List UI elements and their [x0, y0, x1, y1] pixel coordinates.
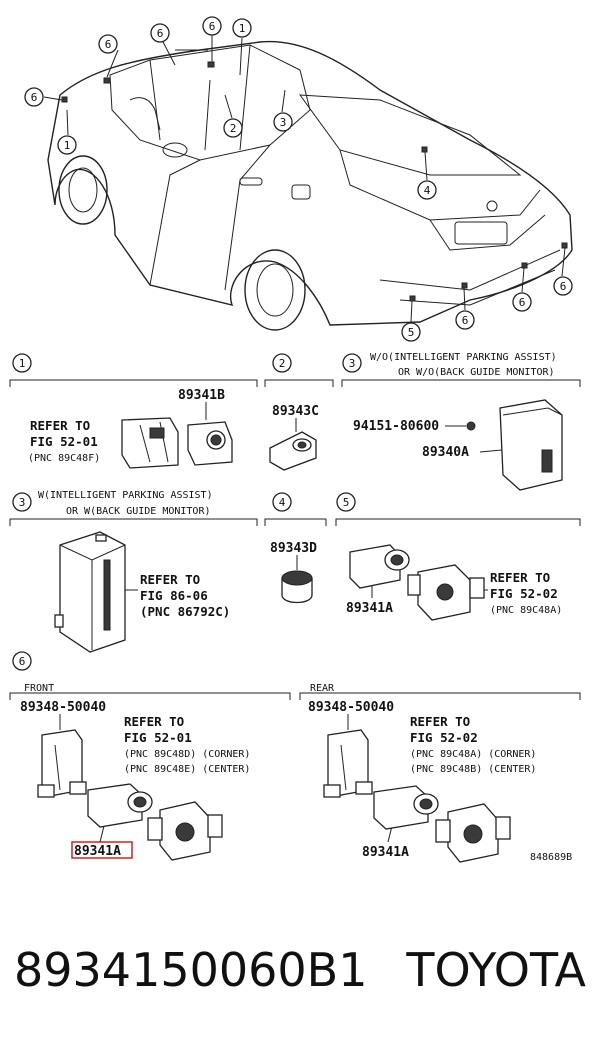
rear-label: REAR [310, 683, 335, 694]
svg-text:FIG 52-02: FIG 52-02 [490, 586, 558, 601]
highlight-box [71, 841, 133, 859]
svg-text:3: 3 [349, 357, 356, 370]
svg-text:FIG 52-01: FIG 52-01 [124, 730, 192, 745]
retainer-drawing [269, 431, 317, 471]
callouts: 6 6 6 1 6 1 2 3 4 5 6 6 6 [24, 16, 573, 342]
section-3b: 3 W(INTELLIGENT PARKING ASSIST) OR W(BAC… [9, 490, 258, 653]
part-89341A: 89341A [346, 601, 393, 616]
front-bracket-drawing [37, 729, 87, 798]
svg-text:1: 1 [19, 357, 26, 370]
bracket-89348-50040: 89348-50040 [20, 700, 106, 715]
callout-5: 5 [408, 326, 415, 339]
callout-6: 6 [560, 280, 567, 293]
front-label: FRONT [24, 683, 54, 694]
svg-text:2: 2 [279, 357, 286, 370]
bolt-drawing [466, 421, 476, 431]
svg-text:4: 4 [279, 496, 286, 509]
svg-text:REFER TO: REFER TO [140, 572, 200, 587]
svg-text:3: 3 [19, 496, 26, 509]
svg-text:(PNC 89C48A): (PNC 89C48A) [490, 605, 562, 616]
sensor-holder-drawing [121, 417, 179, 469]
callout-3: 3 [280, 116, 287, 129]
callout-6: 6 [105, 38, 112, 51]
svg-text:(PNC 86792C): (PNC 86792C) [140, 604, 230, 619]
callout-6: 6 [209, 20, 216, 33]
svg-text:OR W/O(BACK GUIDE MONITOR): OR W/O(BACK GUIDE MONITOR) [398, 367, 555, 378]
svg-text:(PNC 89C48F): (PNC 89C48F) [28, 453, 100, 464]
svg-text:REFER TO: REFER TO [30, 418, 90, 433]
rear-bracket-drawing [323, 729, 373, 798]
callout-1: 1 [64, 139, 71, 152]
svg-text:FIG 86-06: FIG 86-06 [140, 588, 208, 603]
part-89343D: 89343D [270, 541, 317, 556]
callout-4: 4 [424, 184, 431, 197]
retainer-ring-drawing [281, 570, 313, 604]
brand-name: TOYOTA [406, 943, 586, 997]
svg-text:FIG 52-02: FIG 52-02 [410, 730, 478, 745]
svg-text:REFER TO: REFER TO [410, 714, 470, 729]
section-2: 2 89343C [264, 353, 334, 471]
diagram-code: 848689B [530, 852, 572, 863]
control-unit-drawing [54, 531, 126, 653]
front-holder-drawing [147, 801, 223, 861]
car-illustration [47, 40, 573, 331]
rear-holder-drawing [435, 803, 511, 863]
svg-text:OR W(BACK GUIDE MONITOR): OR W(BACK GUIDE MONITOR) [66, 506, 211, 517]
part-89343C: 89343C [272, 404, 319, 419]
section-1: 1 89341B REFER TO FIG 52-01 (PNC 89C48F) [9, 353, 258, 469]
section-4: 4 89343D [264, 492, 327, 604]
parts-diagram: 6 6 6 1 6 1 2 3 4 5 6 6 6 1 89341B REFER… [9, 16, 581, 863]
callout-6: 6 [462, 314, 469, 327]
part-89341B: 89341B [178, 388, 225, 403]
callout-6: 6 [519, 296, 526, 309]
bracket-89348-50040-rear: 89348-50040 [308, 700, 394, 715]
svg-text:(PNC 89C48A) (CORNER): (PNC 89C48A) (CORNER) [410, 749, 536, 760]
svg-text:FIG 52-01: FIG 52-01 [30, 434, 98, 449]
ultrasonic-sensor-drawing [349, 544, 410, 589]
callout-1: 1 [239, 22, 246, 35]
part-89341A-front: 89341A [74, 844, 121, 859]
svg-text:(PNC 89C48B) (CENTER): (PNC 89C48B) (CENTER) [410, 764, 536, 775]
svg-text:W(INTELLIGENT PARKING ASSIST): W(INTELLIGENT PARKING ASSIST) [38, 490, 213, 501]
svg-text:REFER TO: REFER TO [490, 570, 550, 585]
ecu-module-drawing [499, 399, 563, 491]
front-sensor-drawing [87, 783, 153, 828]
part-number: 8934150060B1 [14, 943, 368, 997]
section-5: 5 89341A REFER TO FIG 52-02 (PNC 89C48A) [335, 492, 581, 621]
svg-text:(PNC 89C48D) (CORNER): (PNC 89C48D) (CORNER) [124, 749, 250, 760]
bolt-94151-80600: 94151-80600 [353, 419, 439, 434]
svg-text:W/O(INTELLIGENT PARKING ASSIST: W/O(INTELLIGENT PARKING ASSIST) [370, 352, 557, 363]
svg-text:REFER TO: REFER TO [124, 714, 184, 729]
ultrasonic-sensor-drawing [187, 421, 233, 466]
callout-6: 6 [157, 27, 164, 40]
callout-2: 2 [230, 122, 237, 135]
callout-6: 6 [31, 91, 38, 104]
footer: 8934150060B1 TOYOTA [0, 930, 600, 1010]
svg-text:5: 5 [343, 496, 350, 509]
part-89341A-rear: 89341A [362, 845, 409, 860]
rear-sensor-drawing [373, 785, 439, 830]
sensor-bracket-drawing [407, 564, 485, 621]
section-3a: 3 W/O(INTELLIGENT PARKING ASSIST) OR W/O… [341, 352, 581, 491]
section-6: 6 FRONT 89348-50040 REFER TO FIG 52-01 (… [9, 651, 581, 863]
part-89340A: 89340A [422, 445, 469, 460]
svg-text:6: 6 [19, 655, 26, 668]
callout-leaders [43, 35, 566, 323]
svg-text:(PNC 89C48E) (CENTER): (PNC 89C48E) (CENTER) [124, 764, 250, 775]
